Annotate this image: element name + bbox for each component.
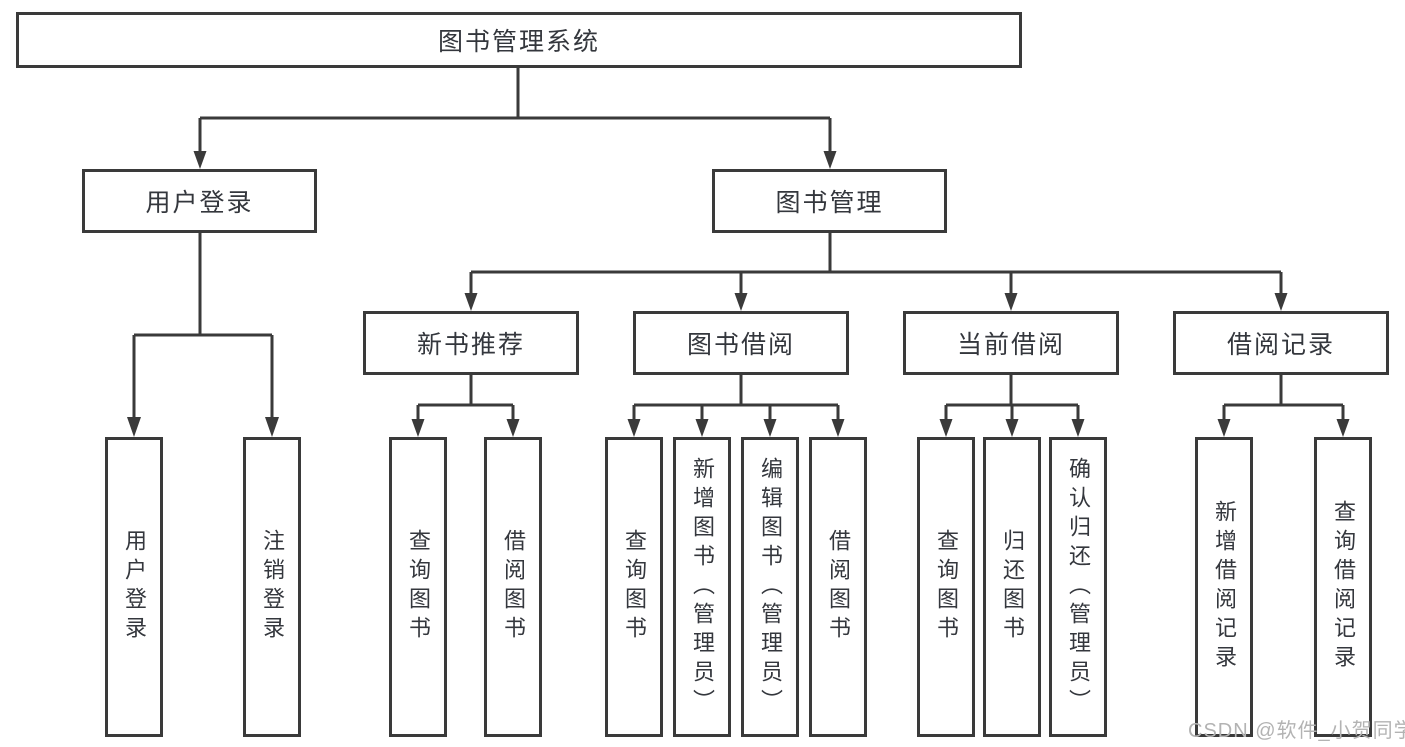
node-new-book-recommend-label: 新书推荐 — [416, 331, 525, 359]
leaf-logout: 注销登录 — [243, 437, 301, 737]
leaf-add-book-admin: 新增图书（管理员） — [673, 437, 731, 737]
leaf-borrow-book-2-label: 借阅图书 — [826, 529, 851, 645]
node-current-borrow-label: 当前借阅 — [956, 331, 1065, 359]
csdn-watermark: CSDN @软件_小贺同学 — [1188, 720, 1405, 742]
leaf-query-book-3-label: 查询图书 — [934, 529, 959, 645]
connector-book-borrow-to-leaves — [627, 375, 845, 437]
connector-current-borrow-to-leaves — [939, 375, 1085, 437]
leaf-confirm-return-admin: 确认归还（管理员） — [1049, 437, 1107, 737]
leaf-query-book-2: 查询图书 — [605, 437, 663, 737]
leaf-edit-book-admin-label: 编辑图书（管理员） — [758, 456, 783, 718]
connector-borrow-records-to-leaves — [1217, 375, 1350, 437]
leaf-query-borrow-record: 查询借阅记录 — [1314, 437, 1372, 737]
leaf-add-book-admin-label: 新增图书（管理员） — [690, 456, 715, 718]
leaf-query-book-2-label: 查询图书 — [622, 529, 647, 645]
node-book-borrow-label: 图书借阅 — [686, 331, 795, 359]
node-user-login-label: 用户登录 — [145, 189, 254, 217]
leaf-query-book-1-label: 查询图书 — [406, 529, 431, 645]
leaf-user-login: 用户登录 — [105, 437, 163, 737]
node-borrow-records-label: 借阅记录 — [1226, 331, 1335, 359]
leaf-add-borrow-record: 新增借阅记录 — [1195, 437, 1253, 737]
leaf-query-borrow-record-label: 查询借阅记录 — [1331, 500, 1356, 674]
connector-book-mgmt-to-level3 — [464, 233, 1288, 311]
node-borrow-records: 借阅记录 — [1173, 311, 1389, 375]
connector-root-to-level2 — [193, 68, 837, 169]
leaf-return-book: 归还图书 — [983, 437, 1041, 737]
leaf-confirm-return-admin-label: 确认归还（管理员） — [1066, 456, 1091, 718]
node-user-login: 用户登录 — [82, 169, 317, 233]
leaf-borrow-book-2: 借阅图书 — [809, 437, 867, 737]
node-current-borrow: 当前借阅 — [903, 311, 1119, 375]
node-root-label: 图书管理系统 — [437, 28, 600, 56]
connector-user-login-to-leaves — [127, 233, 279, 437]
node-new-book-recommend: 新书推荐 — [363, 311, 579, 375]
leaf-add-borrow-record-label: 新增借阅记录 — [1212, 500, 1237, 674]
leaf-borrow-book-1-label: 借阅图书 — [501, 529, 526, 645]
leaf-logout-label: 注销登录 — [260, 529, 285, 645]
leaf-edit-book-admin: 编辑图书（管理员） — [741, 437, 799, 737]
connector-new-book-to-leaves — [411, 375, 520, 437]
leaf-query-book-3: 查询图书 — [917, 437, 975, 737]
node-book-management: 图书管理 — [712, 169, 947, 233]
node-root-system: 图书管理系统 — [16, 12, 1022, 68]
leaf-user-login-label: 用户登录 — [122, 529, 147, 645]
leaf-borrow-book-1: 借阅图书 — [484, 437, 542, 737]
node-book-management-label: 图书管理 — [775, 189, 884, 217]
leaf-return-book-label: 归还图书 — [1000, 529, 1025, 645]
node-book-borrow: 图书借阅 — [633, 311, 849, 375]
leaf-query-book-1: 查询图书 — [389, 437, 447, 737]
